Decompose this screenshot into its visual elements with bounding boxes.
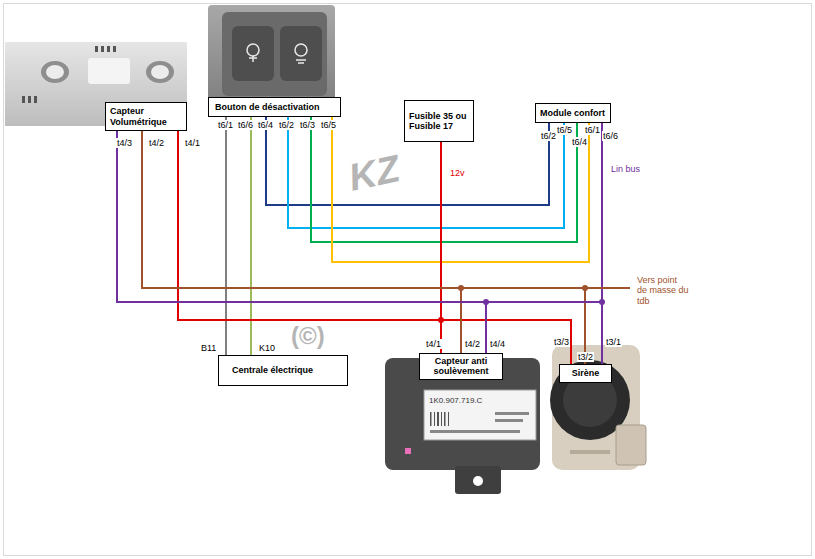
barcode xyxy=(444,412,446,426)
fuse-box: Fusible 35 ou Fusible 17 xyxy=(404,100,474,142)
dome-lens xyxy=(88,58,130,84)
pin-label: t6/4 xyxy=(571,137,588,147)
pin-label: t6/2 xyxy=(278,120,295,130)
module-sticker xyxy=(424,390,536,440)
mount-hole xyxy=(473,476,483,486)
pin-label: t3/2 xyxy=(577,352,594,362)
pin-label: t6/6 xyxy=(602,131,619,141)
pin-label: t6/3 xyxy=(299,120,316,130)
voltage-label: 12v xyxy=(449,168,466,178)
pin-label: t6/1 xyxy=(584,125,601,135)
pin-label: t6/6 xyxy=(237,120,254,130)
bus-label: Lin bus xyxy=(610,164,641,174)
siren-box: Sirène xyxy=(559,364,612,383)
junction-dot xyxy=(599,299,605,305)
sensor-box: Capteur Volumétrique xyxy=(105,102,187,131)
vent xyxy=(107,46,110,52)
vent xyxy=(95,46,98,52)
watermark: KZ xyxy=(344,147,405,201)
wire xyxy=(142,131,461,353)
pin-label: t4/2 xyxy=(148,138,165,148)
central-box: Centrale électrique xyxy=(218,355,348,386)
barcode xyxy=(448,412,449,426)
pin-label: t6/2 xyxy=(540,131,557,141)
wire xyxy=(117,123,602,302)
connector-id: K10 xyxy=(258,343,276,353)
pin-label: t4/2 xyxy=(464,339,481,349)
vent xyxy=(28,96,31,103)
switch-box: Bouton de désactivation xyxy=(208,97,341,117)
pin-label: t4/3 xyxy=(116,138,133,148)
lamp xyxy=(41,61,69,83)
wire xyxy=(142,131,585,364)
pin-label: t3/3 xyxy=(553,337,570,347)
pin-label: t6/1 xyxy=(217,120,234,130)
siren-photo xyxy=(550,345,646,470)
switch-button xyxy=(280,26,322,81)
vent xyxy=(22,96,25,103)
watermark: (©) xyxy=(290,322,326,350)
box-label: Fusible 35 ou Fusible 17 xyxy=(409,111,469,132)
pin-label: t3/1 xyxy=(605,337,622,347)
vent xyxy=(101,46,104,52)
wire xyxy=(486,123,602,353)
ground-wire xyxy=(585,287,630,289)
pin-label: t4/1 xyxy=(425,339,442,349)
part-number: 1K0.907.719.C xyxy=(428,396,483,405)
switch-icon xyxy=(247,44,259,56)
switch-icon xyxy=(249,56,257,62)
vent xyxy=(113,46,116,52)
junction-dot xyxy=(458,285,464,291)
wire xyxy=(178,131,441,320)
barcode xyxy=(441,412,442,426)
mark xyxy=(405,448,411,454)
connector-id: B11 xyxy=(200,343,217,353)
box-label: Module confort xyxy=(540,108,606,118)
pin-label: t6/4 xyxy=(257,120,274,130)
box-label: Centrale électrique xyxy=(232,365,334,375)
sensor-box: Capteur anti soulèvement xyxy=(419,353,503,380)
junction-dot xyxy=(438,317,444,323)
barcode xyxy=(430,412,432,426)
wire xyxy=(601,123,603,364)
pin-label: t4/1 xyxy=(184,138,201,148)
sticker-print xyxy=(495,412,529,415)
switch-icon xyxy=(295,44,307,56)
box-label: Capteur anti soulèvement xyxy=(424,356,498,377)
ground-note: Vers point de masse du tdb xyxy=(636,275,690,306)
mount-tab xyxy=(455,466,501,494)
barcode xyxy=(437,412,439,426)
barcode xyxy=(434,412,435,426)
pin-label: t4/4 xyxy=(489,339,506,349)
pin-label: t6/5 xyxy=(556,125,573,135)
junction-dot xyxy=(483,299,489,305)
switch-button xyxy=(232,26,274,81)
junction-dot xyxy=(582,285,588,291)
sticker-print xyxy=(430,430,520,433)
frame xyxy=(4,4,812,556)
box-label: Bouton de désactivation xyxy=(215,102,334,112)
pin-label: t6/5 xyxy=(320,120,337,130)
switch-icon xyxy=(296,60,306,63)
siren-rib xyxy=(570,450,610,454)
lamp xyxy=(146,61,174,83)
module-box: Module confort xyxy=(535,103,611,123)
vent xyxy=(34,96,37,103)
switch-bezel xyxy=(222,12,327,96)
sticker-print xyxy=(495,419,523,422)
lamp xyxy=(46,65,64,79)
siren-connector xyxy=(616,425,646,465)
box-label: Capteur Volumétrique xyxy=(110,106,182,127)
box-label: Sirène xyxy=(564,368,607,378)
lamp xyxy=(151,65,169,79)
